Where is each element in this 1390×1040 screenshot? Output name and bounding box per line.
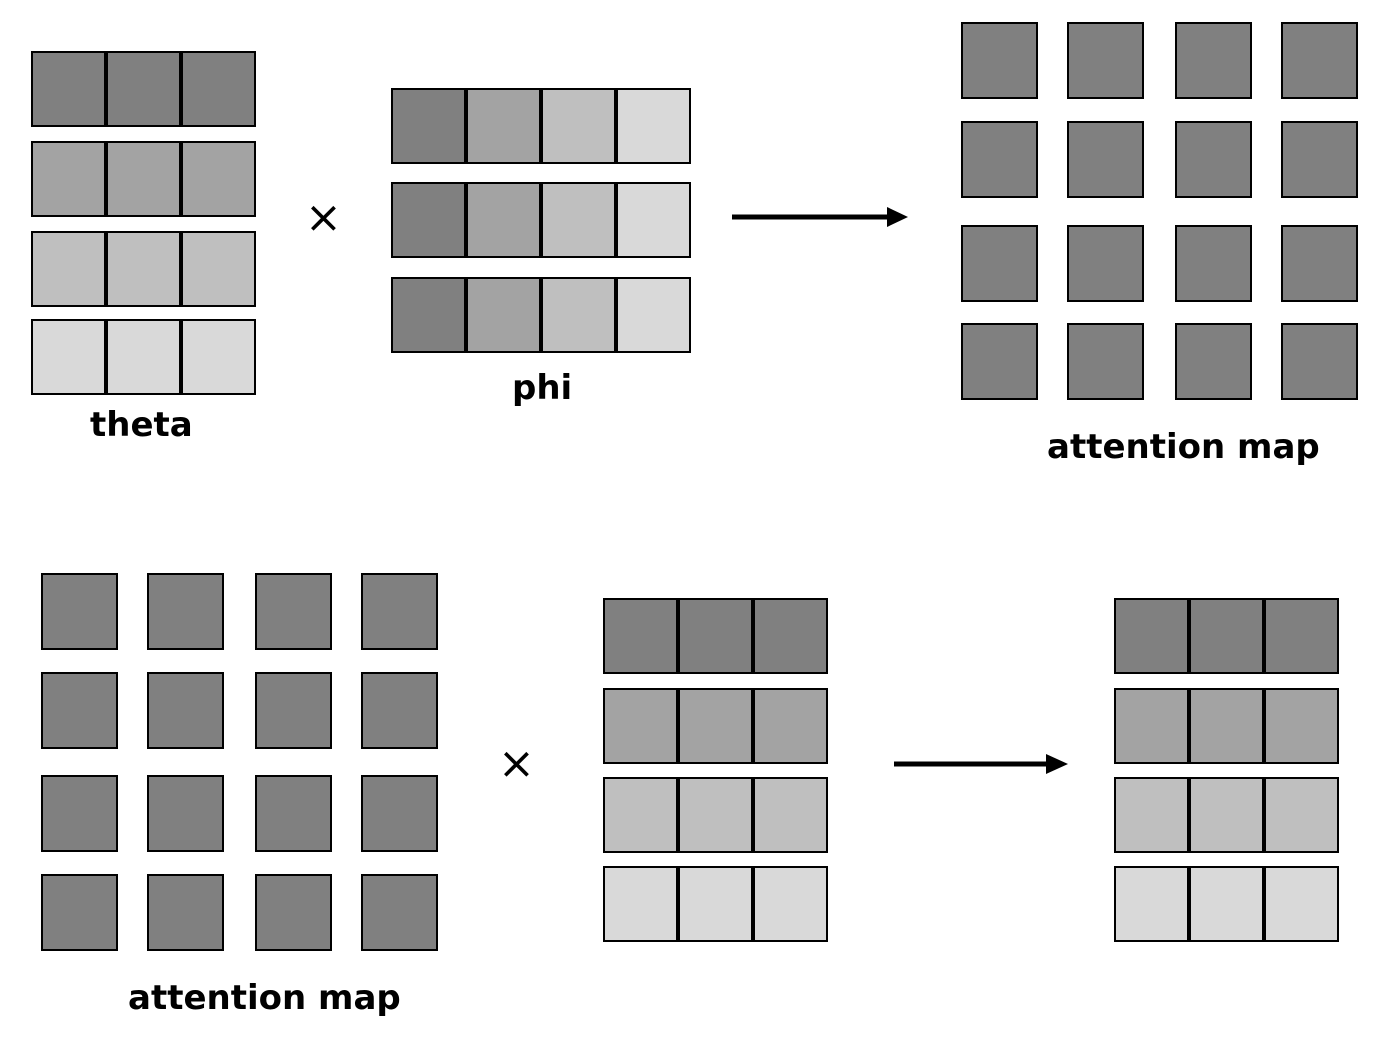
phi-cell xyxy=(466,182,541,258)
attention-cell xyxy=(361,573,438,650)
attention-map-label-top: attention map xyxy=(1047,427,1320,467)
attention-cell xyxy=(961,225,1038,302)
phi-cell xyxy=(616,277,691,353)
attention-cell xyxy=(147,573,224,650)
theta-cell xyxy=(106,51,181,127)
theta-cell xyxy=(106,141,181,217)
g-matrix-cell xyxy=(603,688,678,764)
output-matrix-cell xyxy=(1264,866,1339,942)
attention-cell xyxy=(1281,22,1358,99)
phi-cell xyxy=(391,277,466,353)
multiply-operator-top: × xyxy=(305,192,342,243)
attention-cell xyxy=(961,323,1038,400)
theta-cell xyxy=(31,51,106,127)
g-matrix-cell xyxy=(603,866,678,942)
theta-cell xyxy=(181,319,256,395)
attention-cell xyxy=(1281,323,1358,400)
attention-cell xyxy=(1175,121,1252,198)
phi-cell xyxy=(616,182,691,258)
attention-cell xyxy=(41,775,118,852)
g-matrix-cell xyxy=(753,688,828,764)
attention-cell xyxy=(41,874,118,951)
phi-cell xyxy=(466,277,541,353)
output-matrix-cell xyxy=(1264,688,1339,764)
theta-label: theta xyxy=(90,405,193,445)
g-matrix-cell xyxy=(753,777,828,853)
output-matrix-cell xyxy=(1189,598,1264,674)
attention-cell xyxy=(1281,225,1358,302)
phi-cell xyxy=(616,88,691,164)
attention-cell xyxy=(961,121,1038,198)
phi-label: phi xyxy=(512,368,573,408)
g-matrix-cell xyxy=(678,777,753,853)
g-matrix-cell xyxy=(678,866,753,942)
g-matrix-cell xyxy=(753,866,828,942)
output-matrix-cell xyxy=(1189,688,1264,764)
output-matrix-cell xyxy=(1114,598,1189,674)
attention-cell xyxy=(1067,323,1144,400)
theta-cell xyxy=(106,319,181,395)
attention-cell xyxy=(255,775,332,852)
theta-cell xyxy=(31,141,106,217)
theta-cell xyxy=(31,231,106,307)
output-matrix-cell xyxy=(1114,688,1189,764)
attention-cell xyxy=(255,874,332,951)
theta-cell xyxy=(181,51,256,127)
theta-cell xyxy=(106,231,181,307)
g-matrix-cell xyxy=(678,688,753,764)
attention-cell xyxy=(1067,22,1144,99)
phi-cell xyxy=(541,182,616,258)
attention-cell xyxy=(961,22,1038,99)
arrow-top xyxy=(732,207,908,227)
output-matrix-cell xyxy=(1189,777,1264,853)
output-matrix-cell xyxy=(1114,866,1189,942)
attention-cell xyxy=(1175,22,1252,99)
output-matrix-cell xyxy=(1264,777,1339,853)
attention-cell xyxy=(1067,121,1144,198)
g-matrix-cell xyxy=(678,598,753,674)
attention-cell xyxy=(255,573,332,650)
attention-cell xyxy=(1175,225,1252,302)
attention-cell xyxy=(41,672,118,749)
attention-cell xyxy=(1281,121,1358,198)
attention-cell xyxy=(147,874,224,951)
theta-cell xyxy=(181,231,256,307)
attention-cell xyxy=(361,775,438,852)
attention-map-label-bottom: attention map xyxy=(128,978,401,1018)
theta-cell xyxy=(181,141,256,217)
arrow-bottom xyxy=(894,754,1068,774)
attention-cell xyxy=(361,874,438,951)
multiply-operator-bottom: × xyxy=(498,738,535,789)
attention-cell xyxy=(1067,225,1144,302)
attention-cell xyxy=(1175,323,1252,400)
phi-cell xyxy=(541,277,616,353)
g-matrix-cell xyxy=(753,598,828,674)
attention-cell xyxy=(255,672,332,749)
output-matrix-cell xyxy=(1264,598,1339,674)
g-matrix-cell xyxy=(603,598,678,674)
theta-cell xyxy=(31,319,106,395)
phi-cell xyxy=(466,88,541,164)
phi-cell xyxy=(541,88,616,164)
g-matrix-cell xyxy=(603,777,678,853)
output-matrix-cell xyxy=(1189,866,1264,942)
attention-cell xyxy=(147,775,224,852)
phi-cell xyxy=(391,182,466,258)
attention-cell xyxy=(361,672,438,749)
phi-cell xyxy=(391,88,466,164)
output-matrix-cell xyxy=(1114,777,1189,853)
attention-cell xyxy=(147,672,224,749)
attention-cell xyxy=(41,573,118,650)
